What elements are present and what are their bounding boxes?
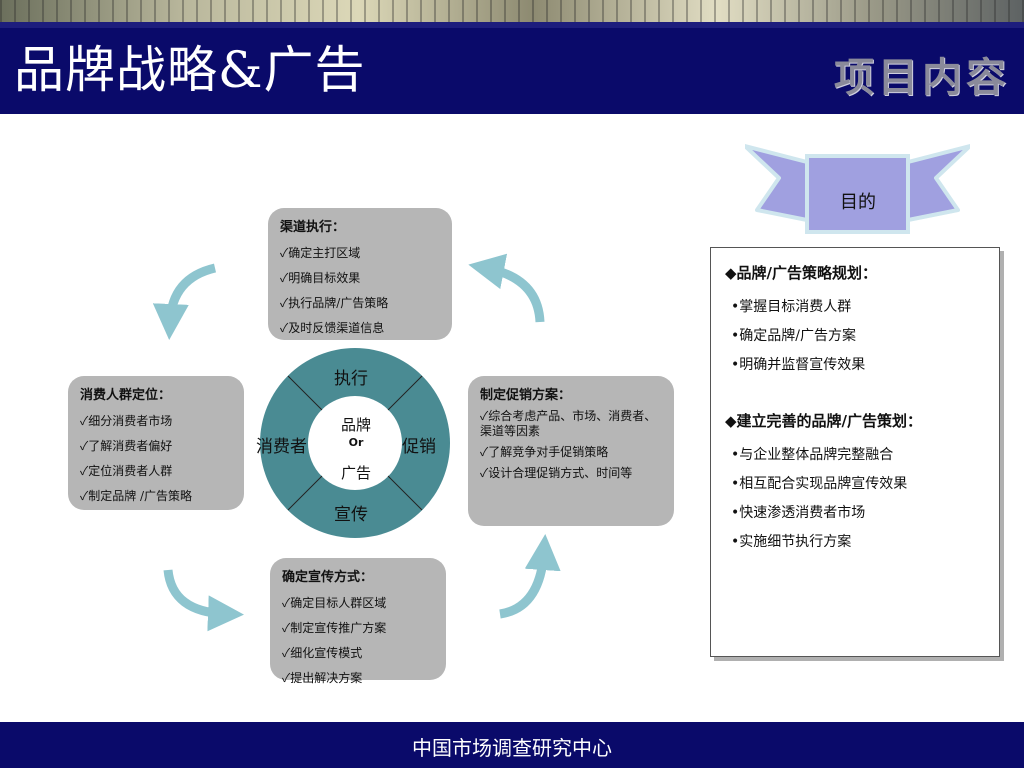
center-label-ad: 广告 [340, 464, 371, 482]
card-item: ✓设计合理促销方式、时间等 [480, 466, 633, 480]
header-photo-strip [0, 0, 1024, 22]
ring-label-consumer: 消费者 [256, 437, 307, 457]
header-divider [0, 22, 1024, 28]
card-item: ✓定位消费者人群 [80, 464, 173, 478]
card-title: 确定宣传方式： [282, 570, 374, 585]
ring-label-promotion: 促销 [402, 437, 436, 457]
card-promotion-plan: 制定促销方案： ✓综合考虑产品、市场、消费者、渠道等因素 ✓了解竞争对手促销策略… [468, 376, 674, 526]
header-banner: 品牌战略&广告 项目内容 [0, 0, 1024, 114]
center-label-brand: 品牌 [340, 416, 371, 434]
center-label-or: Or [348, 436, 364, 449]
ribbon-banner-icon [745, 144, 970, 234]
card-item: ✓了解竞争对手促销策略 [480, 445, 609, 459]
purpose-item: •明确并监督宣传效果 [731, 357, 866, 373]
slide-title: 品牌战略&广告 [14, 41, 366, 99]
card-channel-execution: 渠道执行： ✓确定主打区域 ✓明确目标效果 ✓执行品牌/广告策略 ✓及时反馈渠道… [268, 208, 452, 340]
card-item: ✓制定宣传推广方案 [282, 621, 387, 635]
section-tag: 项目内容 [834, 54, 1010, 101]
card-item: ✓细化宣传模式 [282, 646, 363, 660]
card-item: ✓提出解决方案 [282, 671, 363, 685]
card-item: ✓确定目标人群区域 [282, 596, 387, 610]
card-publicity-method: 确定宣传方式： ✓确定目标人群区域 ✓制定宣传推广方案 ✓细化宣传模式 ✓提出解… [270, 558, 446, 685]
purpose-heading: ◆建立完善的品牌/广告策划： [725, 412, 923, 430]
card-item: ✓确定主打区域 [280, 246, 361, 260]
purpose-item: •与企业整体品牌完整融合 [731, 447, 894, 463]
spacer [725, 380, 985, 410]
card-title: 渠道执行： [280, 220, 346, 235]
card-title: 制定促销方案： [480, 388, 572, 403]
purpose-heading: ◆品牌/广告策略规划： [725, 264, 878, 282]
brand-ring-diagram [260, 348, 450, 538]
card-item: ✓及时反馈渠道信息 [280, 321, 385, 335]
curved-arrow-icon [499, 534, 561, 619]
footer-organization: 中国市场调查研究中心 [412, 736, 612, 760]
purpose-box: ◆品牌/广告策略规划： •掌握目标消费人群 •确定品牌/广告方案 •明确并监督宣… [710, 247, 1000, 657]
purpose-item: •掌握目标消费人群 [731, 299, 852, 315]
purpose-item: •确定品牌/广告方案 [731, 328, 856, 344]
ribbon-label: 目的 [840, 192, 876, 213]
card-item: ✓细分消费者市场 [80, 414, 173, 428]
card-title: 消费人群定位： [80, 388, 172, 403]
purpose-item: •实施细节执行方案 [731, 534, 852, 550]
card-consumer-positioning: 消费人群定位： ✓细分消费者市场 ✓了解消费者偏好 ✓定位消费者人群 ✓制定品牌… [68, 376, 244, 510]
purpose-item: •快速渗透消费者市场 [731, 505, 866, 521]
card-item: ✓了解消费者偏好 [80, 439, 173, 453]
card-item: ✓执行品牌/广告策略 [280, 296, 389, 310]
purpose-item: •相互配合实现品牌宣传效果 [731, 476, 908, 492]
ring-label-execute: 执行 [334, 369, 368, 389]
ring-label-publicity: 宣传 [334, 505, 368, 525]
curved-arrow-icon [468, 253, 545, 323]
footer-banner: 中国市场调查研究中心 [0, 722, 1024, 768]
curved-arrow-icon [152, 263, 217, 340]
card-item: ✓综合考虑产品、市场、消费者、渠道等因素 [480, 409, 657, 438]
curved-arrow-icon [163, 569, 244, 632]
card-item: ✓制定品牌 /广告策略 [80, 489, 193, 503]
card-item: ✓明确目标效果 [280, 271, 361, 285]
